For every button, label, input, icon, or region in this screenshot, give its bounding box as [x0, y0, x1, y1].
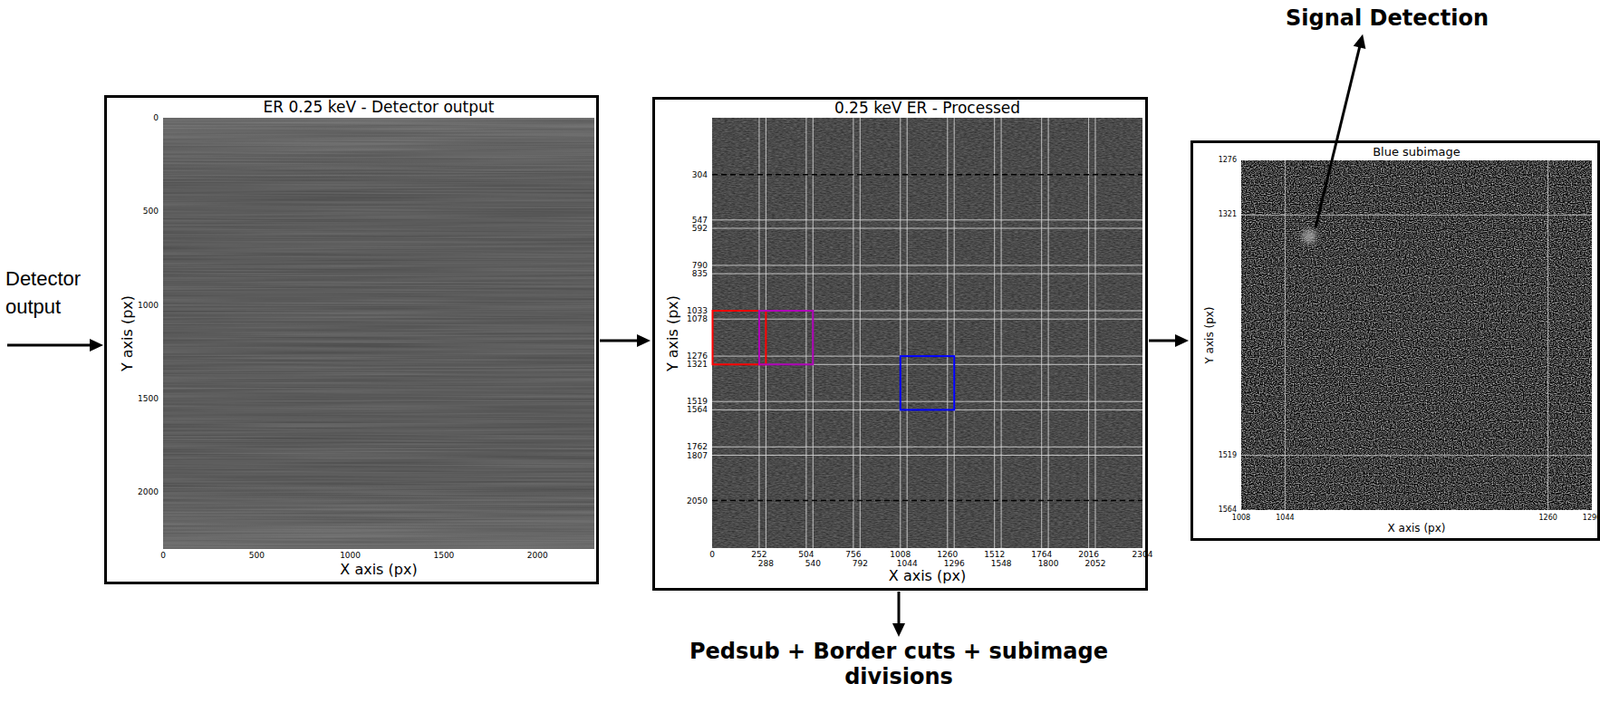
tick-label: 2050: [686, 496, 708, 505]
tick-label: 835: [692, 269, 708, 279]
tick-label: 304: [692, 170, 708, 179]
tick-label: 500: [143, 207, 159, 216]
flow-arrow: [1148, 334, 1189, 347]
output-label: Signal Detection: [1285, 5, 1489, 32]
axis-label: Y axis (px): [665, 294, 681, 371]
flow-arrow: [1315, 34, 1366, 228]
label-text: Pedsub + Border cuts + subimage division…: [645, 639, 1153, 690]
detector-image: [163, 117, 595, 550]
panel-title: 0.25 keV ER - Processed: [834, 100, 1021, 116]
border-cut-line: [712, 174, 1143, 502]
arrow-head: [89, 338, 104, 352]
tick-label: 1800: [1038, 559, 1060, 569]
arrow-line: [1148, 339, 1178, 343]
tick-label: 1807: [686, 451, 708, 460]
axis-label: Y axis (px): [120, 295, 135, 372]
tick-label: 500: [249, 551, 265, 560]
tick-label: 1044: [1275, 514, 1294, 522]
tick-label: 2016: [1078, 550, 1099, 560]
tick-label: 1276: [686, 352, 708, 361]
tick-label: 0: [153, 114, 159, 123]
tick-label: 1033: [686, 306, 708, 315]
tick-label: 1548: [991, 559, 1013, 569]
arrow-line: [7, 344, 93, 347]
image-panel: ER 0.25 keV - Detector output Y axis (px)…: [104, 95, 599, 585]
tick-label: 1500: [137, 394, 159, 403]
flow-arrow: [599, 334, 651, 347]
step-label: Pedsub + Border cuts + subimage division…: [645, 639, 1153, 690]
tick-label: 0: [160, 551, 166, 560]
tick-label: 0: [709, 550, 715, 560]
tick-label: 1276: [1218, 156, 1237, 164]
tick-label: 1321: [1218, 211, 1237, 219]
axis-label: X axis (px): [1387, 522, 1446, 534]
tick-label: 2000: [527, 551, 549, 560]
panel-title: ER 0.25 keV - Detector output: [262, 99, 494, 116]
arrow-line: [1315, 44, 1360, 228]
tick-label: 2052: [1085, 559, 1107, 569]
subimage-image: [1241, 160, 1592, 511]
tick-label: 2000: [137, 488, 159, 497]
panel-title: Blue subimage: [1372, 145, 1461, 158]
arrow-line: [897, 591, 901, 627]
magenta-subimage-box: [759, 310, 813, 365]
arrow-head: [1353, 34, 1367, 49]
tick-label: 1519: [686, 397, 708, 406]
tick-label: 1764: [1031, 550, 1052, 560]
label-text: Signal Detection: [1285, 5, 1489, 32]
tick-label: 1260: [936, 550, 958, 560]
axis-label: X axis (px): [888, 568, 966, 584]
tick-label: 1000: [339, 551, 361, 560]
tick-label: 1296: [944, 559, 965, 569]
arrow-head: [892, 623, 906, 637]
flow-arrow: [892, 591, 906, 637]
axis-label: X axis (px): [339, 562, 417, 578]
tick-label: 1296: [1582, 514, 1600, 522]
tick-label: 1564: [1218, 506, 1237, 514]
tick-label: 1564: [686, 405, 708, 415]
tick-label: 1500: [433, 551, 454, 560]
processed-image: [712, 117, 1143, 549]
tick-label: 1044: [896, 559, 918, 569]
arrow-head: [636, 334, 651, 347]
tick-label: 540: [805, 559, 821, 569]
tick-label: 252: [751, 550, 767, 560]
image-vignette: [163, 117, 595, 550]
tick-label: 1762: [686, 443, 708, 452]
label-text: Detector output: [5, 264, 97, 321]
tick-label: 1260: [1538, 514, 1557, 522]
tick-label: 592: [692, 224, 708, 233]
tick-label: 288: [758, 559, 774, 569]
tick-label: 504: [798, 550, 814, 560]
subimage-grid: [1241, 160, 1592, 511]
tick-label: 756: [845, 550, 861, 560]
input-label: Detector output: [5, 264, 97, 321]
arrow-head: [1175, 334, 1189, 347]
tick-label: 792: [852, 559, 868, 569]
tick-label: 1008: [1232, 514, 1251, 522]
tick-label: 1000: [137, 300, 159, 309]
tick-label: 1321: [686, 360, 708, 369]
tick-label: 1519: [1218, 452, 1237, 460]
red-subimage-box: [713, 310, 767, 365]
image-panel: Blue subimage Y axis (px) X axis (px): [1190, 140, 1600, 541]
axis-label: Y axis (px): [1204, 306, 1215, 364]
flow-arrow: [7, 338, 104, 352]
subimage-grid: [712, 117, 1143, 549]
blue-subimage-box: [900, 356, 955, 410]
tick-label: 790: [692, 260, 708, 270]
tick-label: 2304: [1132, 550, 1154, 560]
tick-label: 1078: [686, 315, 708, 324]
signal-blob: [1301, 229, 1317, 244]
tick-label: 1008: [889, 550, 911, 560]
tick-label: 547: [692, 215, 708, 224]
tick-label: 1512: [983, 550, 1005, 560]
image-panel: 0.25 keV ER - Processed Y axis (px) X axis…: [652, 96, 1148, 591]
arrow-line: [599, 339, 640, 343]
